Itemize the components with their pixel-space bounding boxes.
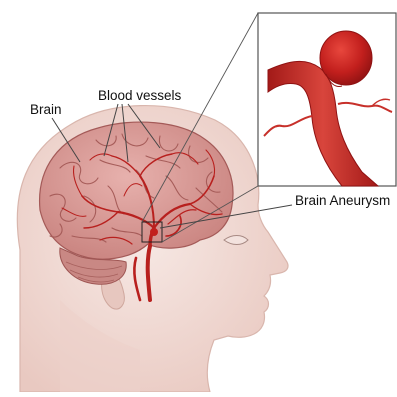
label-brain-aneurysm: Brain Aneurysm (295, 194, 390, 208)
aneurysm-small (150, 228, 158, 236)
label-blood-vessels: Blood vessels (98, 89, 181, 103)
label-brain: Brain (30, 103, 62, 117)
brain (40, 122, 233, 259)
